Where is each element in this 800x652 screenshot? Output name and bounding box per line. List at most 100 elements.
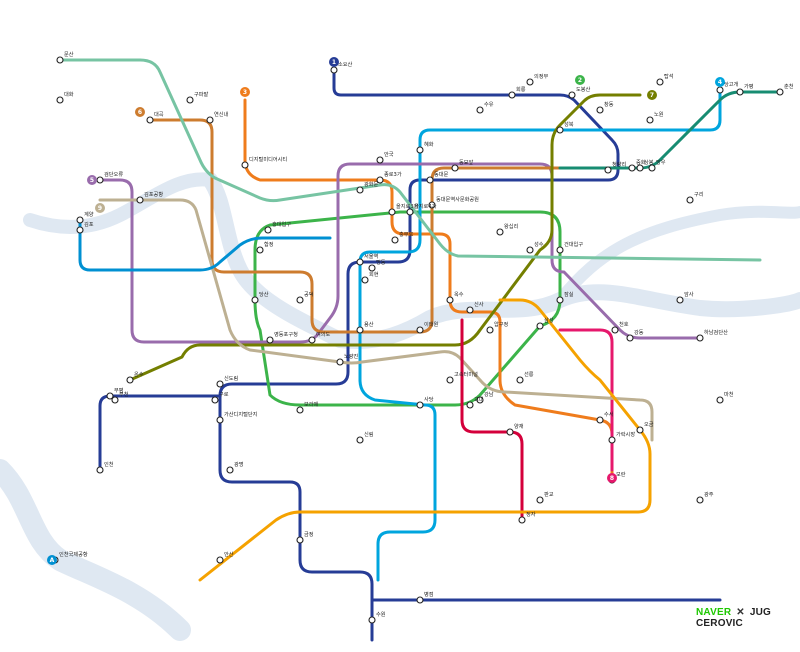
station-marker-ilsan[interactable]	[56, 96, 64, 104]
station-marker-jamsil[interactable]	[556, 296, 564, 304]
station-marker-onsu[interactable]	[126, 376, 134, 384]
station-marker-junghwa[interactable]	[628, 164, 636, 172]
station-marker-geomdan[interactable]	[96, 176, 104, 184]
line-badge-8[interactable]: 8	[607, 473, 617, 483]
station-marker-uijeongbu[interactable]	[526, 78, 534, 86]
station-marker-chuncheon[interactable]	[776, 88, 784, 96]
station-marker-chungmuro[interactable]	[391, 236, 399, 244]
station-marker-changdong[interactable]	[596, 106, 604, 114]
station-marker-gyeyang[interactable]	[76, 216, 84, 224]
station-marker-amsa[interactable]	[676, 296, 684, 304]
station-marker-yeouido[interactable]	[308, 336, 316, 344]
station-marker-itaewon[interactable]	[416, 326, 424, 334]
station-marker-apgujeong[interactable]	[486, 326, 494, 334]
station-marker-hoehyeon[interactable]	[361, 276, 369, 284]
line-badge-9[interactable]: 9	[95, 203, 105, 213]
station-marker-yangjae[interactable]	[506, 428, 514, 436]
station-marker-sindorim2[interactable]	[266, 336, 274, 344]
station-marker-dongmyo[interactable]	[451, 164, 459, 172]
station-marker-myeongdong[interactable]	[368, 264, 376, 272]
station-marker-euljiro3[interactable]	[388, 208, 396, 216]
station-marker-gwanghwamun[interactable]	[356, 186, 364, 194]
station-marker-hongdae[interactable]	[264, 226, 272, 234]
station-marker-gyodae[interactable]	[466, 401, 474, 409]
station-marker-geumjeong[interactable]	[296, 536, 304, 544]
station-marker-dmc[interactable]	[241, 161, 249, 169]
station-marker-sangbong[interactable]	[636, 164, 644, 172]
station-marker-samseong[interactable]	[536, 322, 544, 330]
line-badge-2[interactable]: 2	[575, 75, 585, 85]
station-marker-sinsa[interactable]	[466, 306, 474, 314]
station-marker-oksu[interactable]	[446, 296, 454, 304]
station-marker-yeonsinnae[interactable]	[206, 116, 214, 124]
station-marker-seongbuk[interactable]	[556, 126, 564, 134]
station-marker-suyu[interactable]	[476, 106, 484, 114]
station-marker-incheon[interactable]	[96, 466, 104, 474]
station-marker-ansan[interactable]	[216, 556, 224, 564]
station-marker-seongsu[interactable]	[526, 246, 534, 254]
line-badge-4[interactable]: 4	[715, 77, 725, 87]
station-marker-gwangju[interactable]	[696, 496, 704, 504]
station-marker-gimpo[interactable]	[76, 226, 84, 234]
station-marker-daegok[interactable]	[146, 116, 154, 124]
station-marker-guri[interactable]	[686, 196, 694, 204]
station-marker-bucheon2[interactable]	[111, 396, 119, 404]
station-marker-express[interactable]	[446, 376, 454, 384]
station-marker-pangyo[interactable]	[536, 496, 544, 504]
station-marker-dobongsan[interactable]	[568, 91, 576, 99]
station-marker-gupabal[interactable]	[186, 96, 194, 104]
station-marker-euljiro4[interactable]	[406, 208, 414, 216]
station-marker-jongno3[interactable]	[376, 176, 384, 184]
station-marker-hyehwa[interactable]	[416, 146, 424, 154]
station-marker-guro[interactable]	[211, 396, 219, 404]
line-badge-1[interactable]: 1	[329, 57, 339, 67]
station-marker-macheon[interactable]	[716, 396, 724, 404]
station-marker-sadang[interactable]	[416, 401, 424, 409]
line-badge-3[interactable]: 3	[240, 87, 250, 97]
station-marker-bupyeong[interactable]	[106, 392, 114, 400]
line-badge-A[interactable]: A	[47, 555, 57, 565]
station-marker-anguk[interactable]	[376, 156, 384, 164]
station-marker-nowon[interactable]	[646, 116, 654, 124]
station-marker-hapjeong[interactable]	[256, 246, 264, 254]
station-marker-boramae[interactable]	[296, 406, 304, 414]
station-marker-sindorim[interactable]	[216, 380, 224, 388]
station-marker-dongdaemun[interactable]	[426, 176, 434, 184]
station-marker-gangnam[interactable]	[476, 396, 484, 404]
station-marker-munsan[interactable]	[56, 56, 64, 64]
station-marker-cheonho[interactable]	[611, 326, 619, 334]
station-marker-mangu[interactable]	[648, 164, 656, 172]
station-marker-jeongja[interactable]	[518, 516, 526, 524]
station-marker-garak[interactable]	[608, 436, 616, 444]
station-marker-gwangmyeong[interactable]	[226, 466, 234, 474]
station-marker-suseo[interactable]	[596, 416, 604, 424]
station-marker-gimpoairport[interactable]	[136, 196, 144, 204]
line-badge-5[interactable]: 5	[87, 175, 97, 185]
station-marker-yongsan[interactable]	[356, 326, 364, 334]
line-badge-7[interactable]: 7	[647, 90, 657, 100]
station-marker-gapyeong[interactable]	[736, 88, 744, 96]
station-marker-hoeryong[interactable]	[508, 91, 516, 99]
station-marker-hanam[interactable]	[696, 334, 704, 342]
station-marker-ddp[interactable]	[428, 201, 436, 209]
station-marker-tapseok[interactable]	[656, 78, 664, 86]
station-marker-wangsimni[interactable]	[496, 228, 504, 236]
station-marker-ogeum[interactable]	[636, 426, 644, 434]
station-marker-sillim[interactable]	[356, 436, 364, 444]
station-marker-cheongnyangni[interactable]	[604, 166, 612, 174]
station-marker-soyosan[interactable]	[330, 66, 338, 74]
station-marker-dangsan[interactable]	[251, 296, 259, 304]
station-marker-gangdong[interactable]	[626, 334, 634, 342]
station-marker-suwon[interactable]	[368, 616, 376, 624]
station-marker-gasan[interactable]	[216, 416, 224, 424]
station-marker-danggogae[interactable]	[716, 86, 724, 94]
line-badge-6[interactable]: 6	[135, 107, 145, 117]
station-marker-seoulstation[interactable]	[356, 258, 364, 266]
station-marker-konkuk[interactable]	[556, 246, 564, 254]
station-marker-byeongjeom[interactable]	[416, 596, 424, 604]
station-marker-noryangjin[interactable]	[336, 358, 344, 366]
line-badge-circle	[715, 77, 725, 87]
station-marker-seolleung[interactable]	[516, 376, 524, 384]
station-label-seongbuk: 성북	[564, 120, 574, 128]
station-marker-gongdeok[interactable]	[296, 296, 304, 304]
